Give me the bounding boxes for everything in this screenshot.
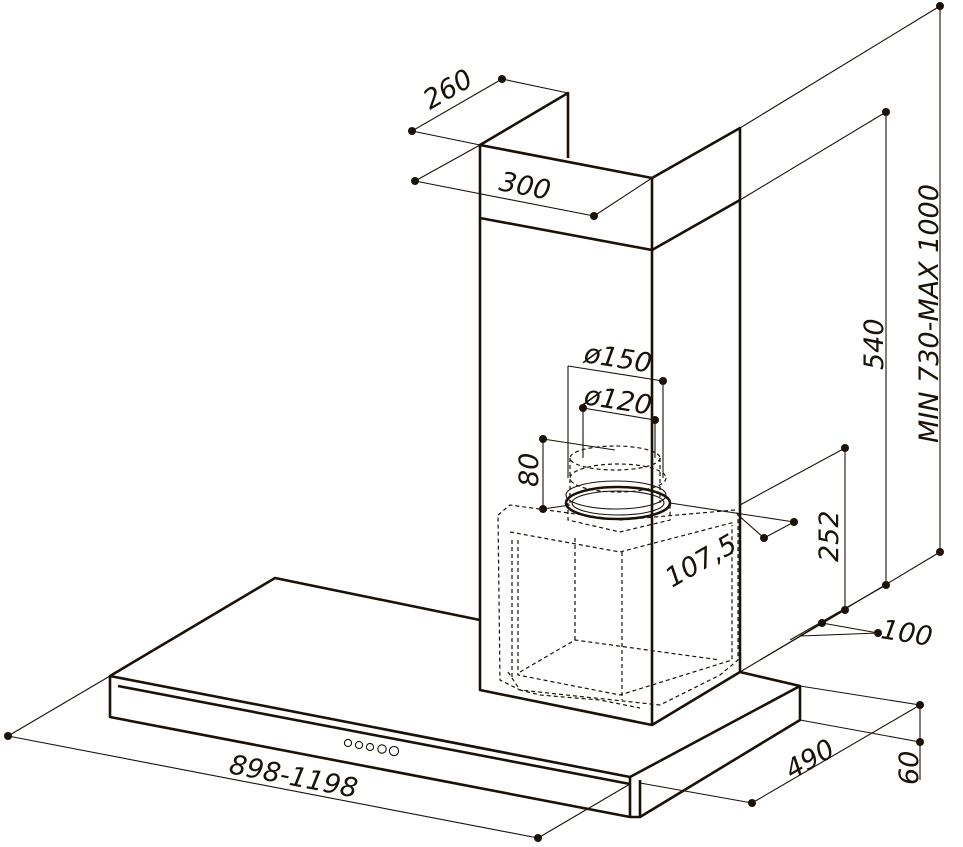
air-outlet (564, 445, 672, 533)
label-wall-offset: 100 (879, 614, 935, 653)
label-outlet-outer: ø150 (581, 338, 654, 379)
label-chimney-depth: 260 (418, 63, 478, 116)
label-hood-depth: 490 (780, 733, 840, 786)
label-outlet-height: 80 (514, 453, 545, 487)
control-buttons-icon (343, 738, 400, 757)
label-hood-height: 60 (894, 751, 925, 785)
label-total-height: MIN 730-MAX 1000 (914, 184, 945, 443)
label-motor-depth: 107,5 (660, 529, 742, 594)
label-hood-width: 898-1198 (227, 749, 361, 804)
label-motor-height: 252 (814, 510, 845, 562)
hood-canopy (108, 576, 802, 819)
dimension-lines (4, 2, 944, 842)
label-outlet-inner: ø120 (581, 380, 654, 421)
motor-housing (497, 504, 739, 709)
dimension-labels: 260 300 MIN 730-MAX 1000 540 ø150 ø120 8… (227, 63, 945, 804)
label-chimney-height: 540 (859, 318, 890, 370)
label-chimney-width: 300 (497, 166, 554, 206)
